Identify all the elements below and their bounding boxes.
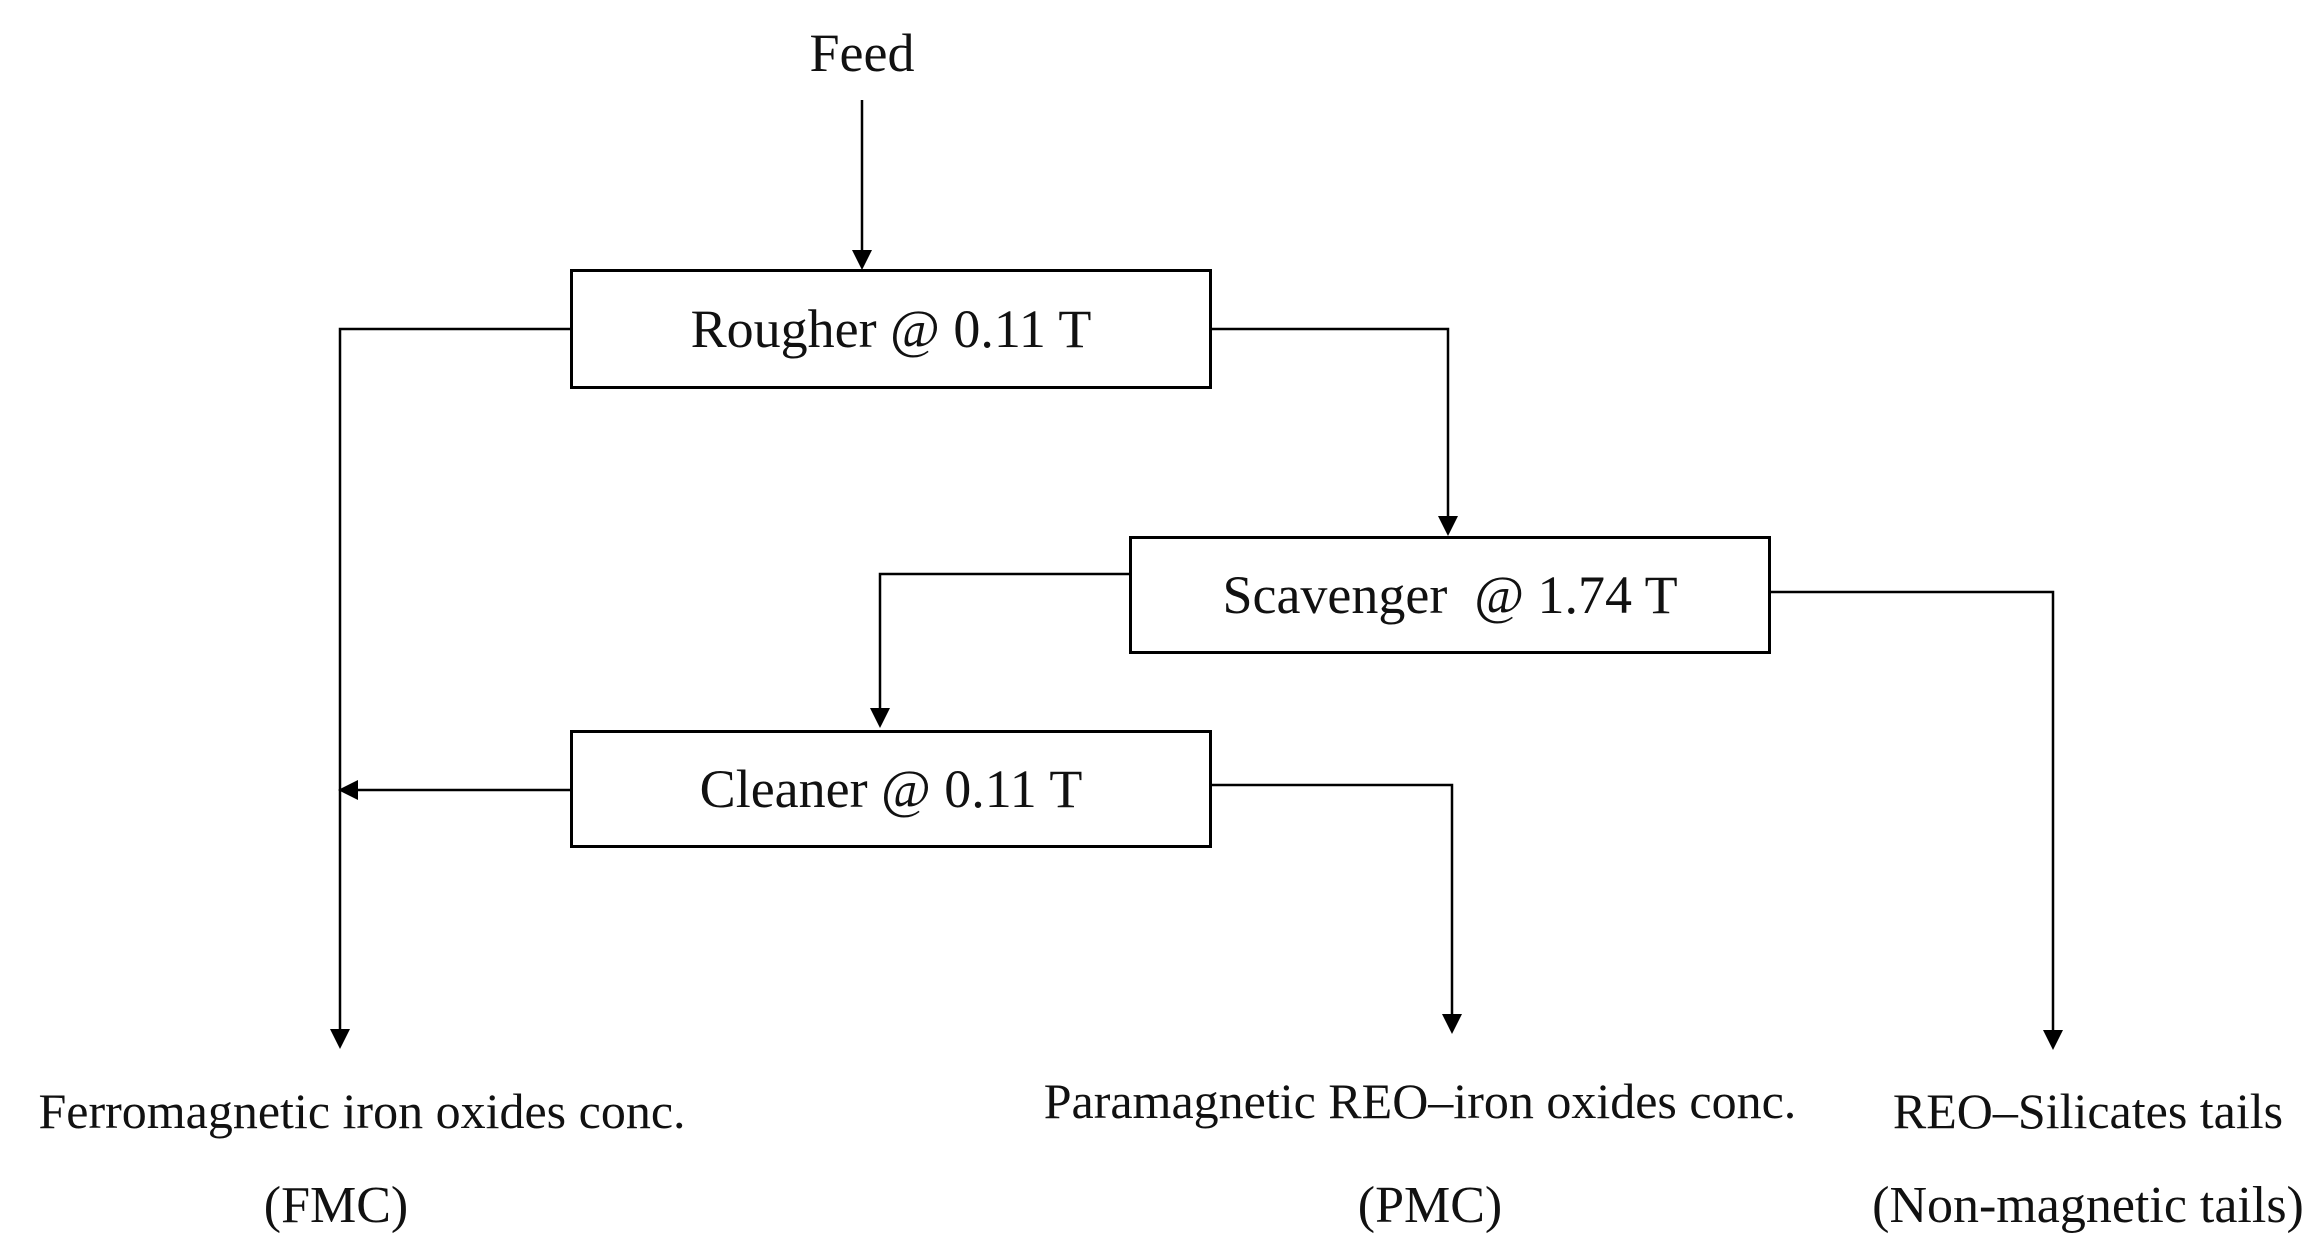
cleaner-to-fmc-arrowhead (338, 780, 358, 800)
pmc-product-name: Paramagnetic REO–iron oxides conc. (1043, 1073, 1797, 1129)
cleaner-box: Cleaner @ 0.11 T (570, 730, 1212, 848)
pmc-product-abbr: (PMC) (1357, 1177, 1503, 1234)
fmc-product-abbr: (FMC) (263, 1177, 409, 1234)
tails-product-name: REO–Silicates tails (1892, 1083, 2284, 1139)
pmc-arrowhead (1442, 1014, 1462, 1034)
scavenger-box: Scavenger @ 1.74 T (1129, 536, 1771, 654)
tails-arrowhead (2043, 1030, 2063, 1050)
feed-label: Feed (809, 23, 915, 83)
scavenger-to-cleaner-arrowhead (870, 708, 890, 728)
rougher-magnetic-line (338, 327, 570, 1045)
scavenger-tails-line (1768, 590, 2055, 1046)
feed-arrowhead (852, 250, 872, 270)
rougher-to-scavenger-arrowhead (1438, 516, 1458, 536)
tails-product-abbr: (Non-magnetic tails) (1872, 1177, 2304, 1234)
cleaner-nonmag-line (1209, 783, 1454, 1030)
fmc-product-name: Ferromagnetic iron oxides conc. (38, 1083, 686, 1139)
scavenger-magnetic-line (878, 572, 1129, 724)
fmc-arrowhead (330, 1029, 350, 1049)
rougher-nonmag-line (1209, 327, 1450, 532)
rougher-box: Rougher @ 0.11 T (570, 269, 1212, 389)
